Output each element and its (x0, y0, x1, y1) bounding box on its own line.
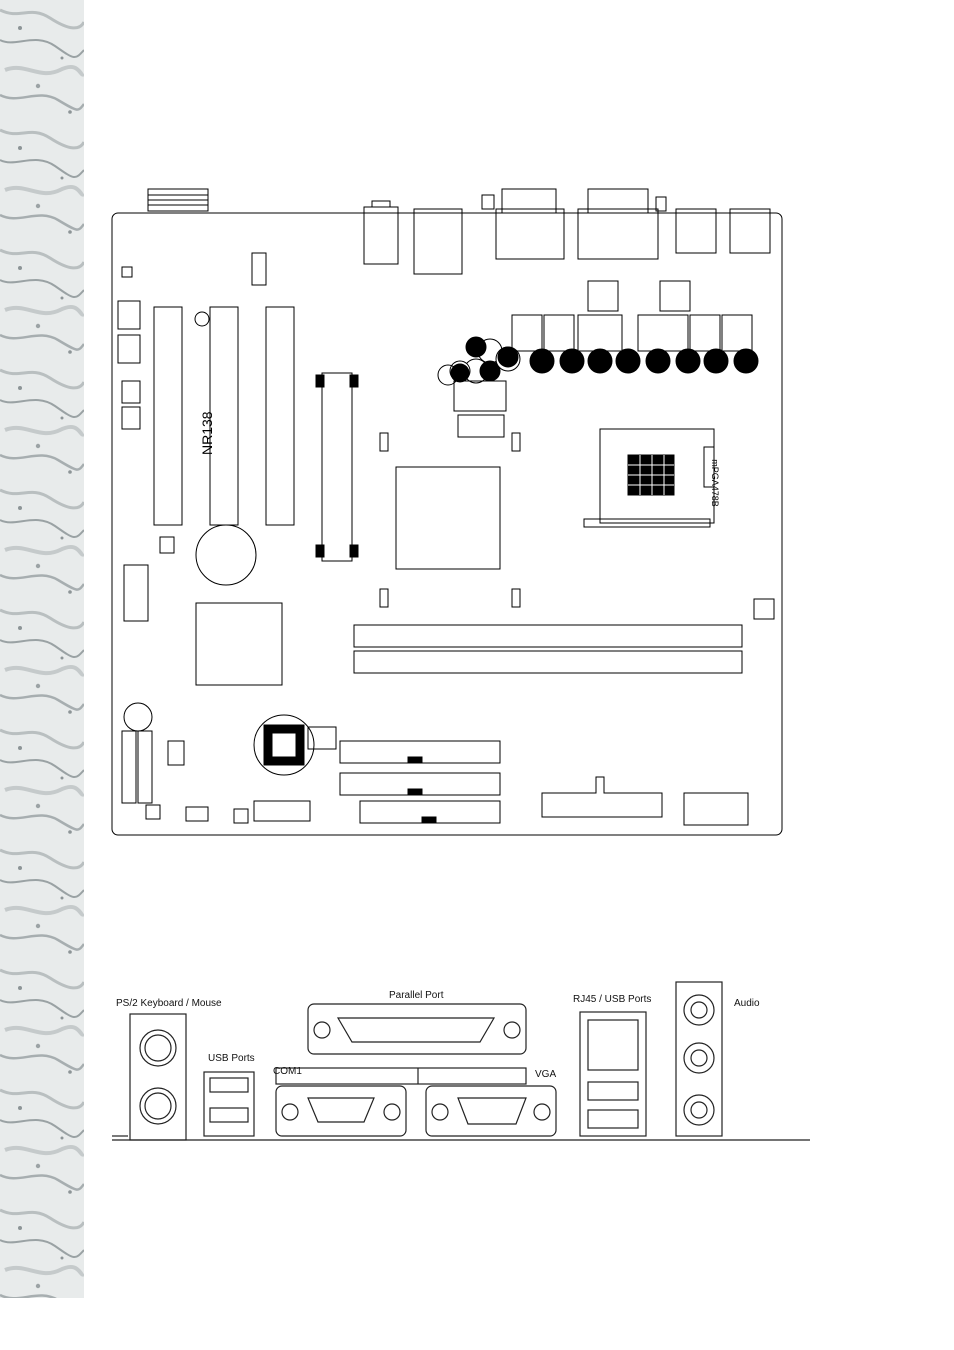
parallel-port-label: Parallel Port (389, 990, 443, 1001)
atx12v-connector (458, 415, 504, 437)
audio-jack-line-out (684, 1043, 714, 1073)
com1-shell (276, 1086, 406, 1136)
dimm-slot-1 (354, 625, 742, 647)
rear-lan-connector (676, 209, 716, 253)
audio-label: Audio (734, 998, 760, 1009)
audio-jack-line-in (684, 995, 714, 1025)
board-model-text: NR138 (199, 411, 215, 455)
audio-jack-mic (684, 1095, 714, 1125)
ps2-connector-block (130, 1014, 186, 1140)
vga-shell (426, 1086, 556, 1136)
marble-texture-strip (0, 0, 84, 1298)
rear-usb-connector (730, 209, 770, 253)
com1-dsub (308, 1098, 374, 1122)
pci-slot-3 (266, 307, 294, 525)
rear-ps2-usb-connector (414, 209, 462, 274)
board-outline (112, 213, 782, 835)
southbridge-chip (196, 603, 282, 685)
motherboard-layout-diagram: NR138 mPGA478B (108, 185, 786, 840)
agp-slot (322, 373, 352, 561)
rear-audio-connector (364, 207, 398, 264)
rear-vga-connector (578, 209, 658, 259)
vga-label: VGA (535, 1069, 556, 1080)
vga-dsub (458, 1098, 526, 1124)
rear-com-connector (496, 209, 564, 259)
rj45-port (588, 1020, 638, 1070)
socket-type-text: mPGA478B (710, 459, 720, 507)
usb-label: USB Ports (208, 1053, 255, 1064)
usb-connector-block (204, 1072, 254, 1136)
ps2-label: PS/2 Keyboard / Mouse (116, 998, 222, 1009)
dimm-slot-2 (354, 651, 742, 673)
atx-power-connector (542, 777, 662, 817)
northbridge-chip (396, 467, 500, 569)
audio-jack-block (676, 982, 722, 1136)
pci-slot-1 (154, 307, 182, 525)
rj45-usb-label: RJ45 / USB Ports (573, 994, 651, 1005)
parallel-port-shell (308, 1004, 526, 1054)
marble-texture (0, 0, 84, 1298)
com1-label: COM1 (273, 1066, 302, 1077)
motherboard-svg: NR138 mPGA478B (108, 185, 786, 840)
rj45-usb-block (580, 1012, 646, 1136)
cmos-battery (196, 525, 256, 585)
parallel-port-dsub (338, 1018, 494, 1042)
